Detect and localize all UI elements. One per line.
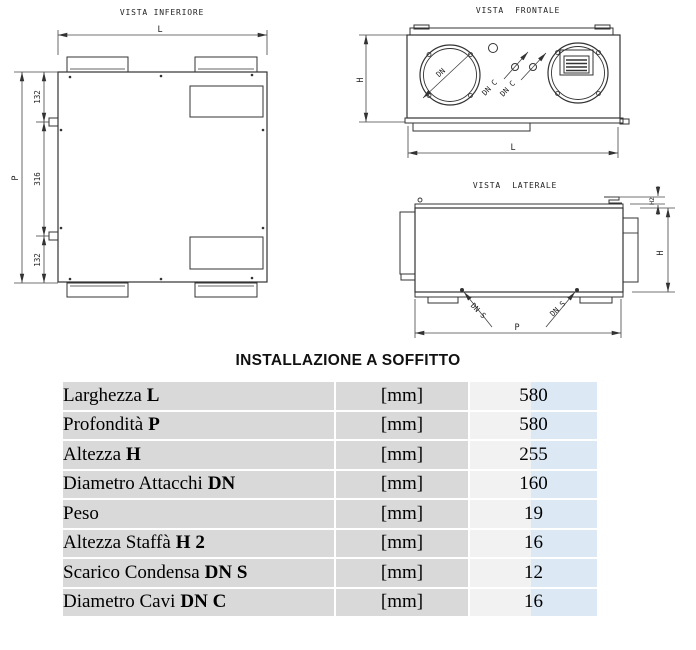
- unit-cell: [mm]: [334, 527, 470, 559]
- bottom-segment-dim-label: 316: [33, 172, 42, 186]
- dimension-symbol: H 2: [175, 532, 205, 554]
- side-height-dim-label: H: [656, 250, 666, 255]
- dimension-name: Larghezza: [63, 384, 142, 406]
- front-height-dim-label: H: [356, 77, 366, 82]
- dimension-symbol: DN: [207, 473, 236, 495]
- bottom-segment-dim-label: 132: [33, 253, 42, 267]
- installation-section-title: INSTALLAZIONE A SOFFITTO: [235, 352, 461, 369]
- unit-cell: [mm]: [334, 468, 470, 500]
- bottom-view-fastener-dots: [59, 73, 265, 281]
- bottom-depth-dim-label: P: [11, 175, 21, 180]
- front-width-dim-label: L: [510, 143, 515, 153]
- side-depth-dim-label: P: [514, 323, 519, 333]
- fan-grill: [559, 49, 594, 76]
- dimension-symbol: DN S: [204, 561, 248, 583]
- value-cell: 580: [468, 409, 599, 441]
- dimension-name: Diametro Cavi: [63, 591, 176, 613]
- dimension-name: Diametro Attacchi: [63, 473, 203, 495]
- bottom-width-dim-label: L: [157, 25, 162, 35]
- side-view-unit-outline: [399, 196, 639, 304]
- unit-cell: [mm]: [334, 409, 470, 441]
- front-view-dimension-lines: [359, 34, 619, 158]
- dimension-name: Profondità: [63, 414, 144, 436]
- ceiling-bracket: [604, 196, 622, 204]
- side-view-title: VISTA LATERALE: [473, 181, 557, 190]
- bracket-height-dim-label: H2: [648, 197, 656, 205]
- side-view-dimension-lines: [414, 186, 675, 338]
- cable-gland-label: DN C: [480, 78, 499, 97]
- value-cell: 16: [468, 586, 599, 618]
- front-view-unit-outline: [404, 24, 630, 132]
- unit-cell: [mm]: [334, 498, 470, 530]
- dimension-name-cell: Peso: [61, 498, 336, 530]
- cable-gland-label: DN C: [498, 79, 517, 98]
- drain-points: [460, 288, 579, 292]
- unit-cell: [mm]: [334, 439, 470, 471]
- value-cell: 255: [468, 439, 599, 471]
- bottom-segment-dim-label: 132: [33, 90, 42, 104]
- unit-cell: [mm]: [334, 586, 470, 618]
- value-cell: 19: [468, 498, 599, 530]
- value-cell: 160: [468, 468, 599, 500]
- value-cell: 580: [468, 380, 599, 412]
- bottom-view-unit-outline: [48, 56, 268, 298]
- bottom-view-title: VISTA INFERIORE: [120, 8, 204, 17]
- condensate-drain-label: DN S: [469, 301, 488, 320]
- bottom-view-drawing: VISTA INFERIORE: [11, 8, 268, 298]
- dimension-name: Scarico Condensa: [63, 561, 200, 583]
- dimension-symbol: DN C: [180, 591, 227, 613]
- front-view-drawing: VISTA FRONTALE: [356, 6, 630, 158]
- condensate-drain-label: DN S: [548, 299, 567, 318]
- side-view-drawing: VISTA LATERALE: [399, 181, 675, 338]
- value-cell: 16: [468, 527, 599, 559]
- dimension-symbol: L: [146, 384, 160, 406]
- unit-cell: [mm]: [334, 380, 470, 412]
- dimension-name: Altezza Staffà: [63, 532, 171, 554]
- front-view-title: VISTA FRONTALE: [476, 6, 560, 15]
- flange-bolt-holes: [426, 50, 601, 98]
- dimension-name: Peso: [63, 502, 99, 524]
- table-row: Peso [mm] 19: [61, 498, 599, 530]
- dimension-symbol: P: [148, 414, 160, 436]
- bottom-view-dimension-lines: [14, 30, 268, 284]
- dimension-name: Altezza: [63, 443, 122, 465]
- dimension-symbol: H: [126, 443, 141, 465]
- value-cell: 12: [468, 557, 599, 589]
- unit-cell: [mm]: [334, 557, 470, 589]
